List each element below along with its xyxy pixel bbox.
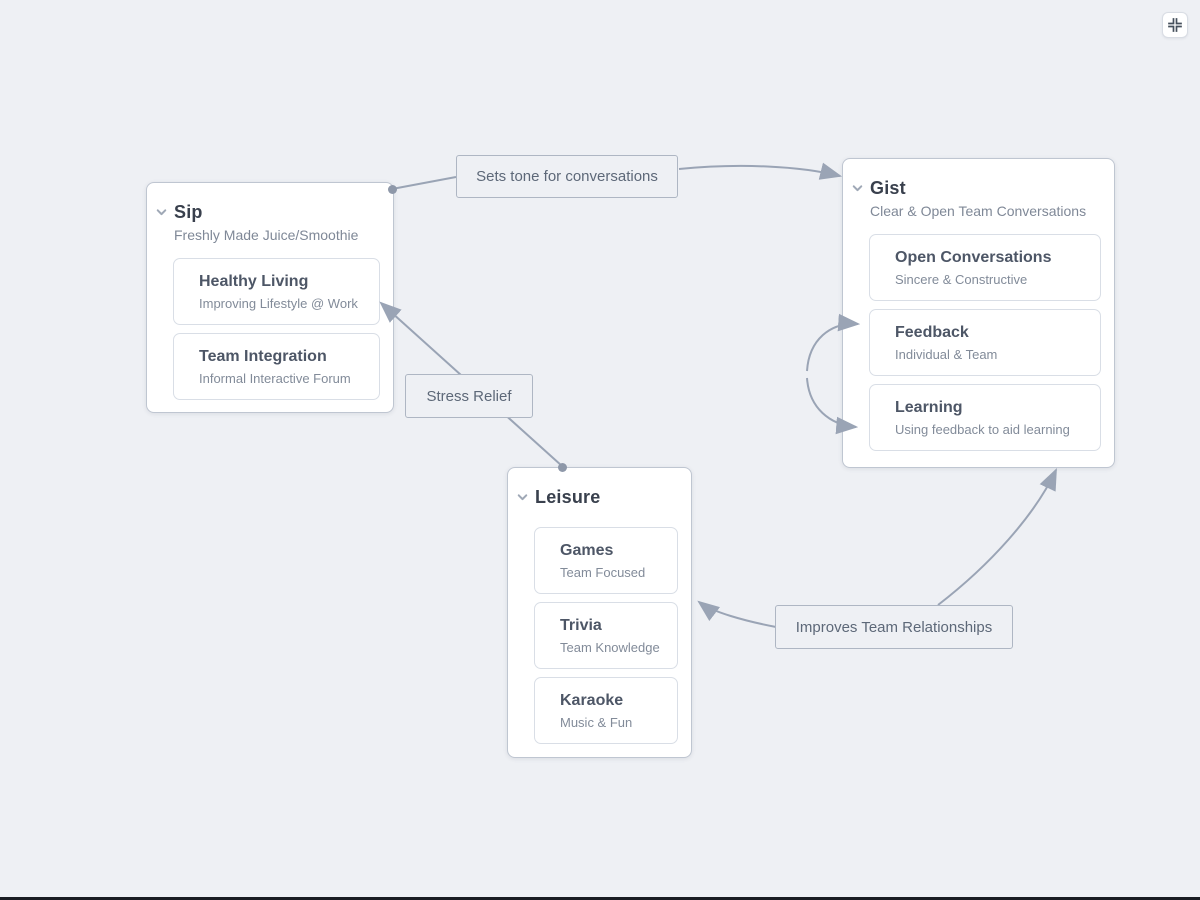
connector-dot-sip[interactable] — [388, 185, 397, 194]
edge-label-sets-tone[interactable]: Sets tone for conversations — [456, 155, 678, 198]
edge-label-to-gist — [678, 162, 843, 180]
node-gist-children: Open Conversations Sincere & Constructiv… — [843, 234, 1114, 451]
card-healthy-living[interactable]: Healthy Living Improving Lifestyle @ Wor… — [173, 258, 380, 325]
node-gist-header[interactable]: Gist — [843, 159, 1114, 200]
collapse-arrows-icon — [1168, 18, 1182, 32]
node-sip[interactable]: Sip Freshly Made Juice/Smoothie Healthy … — [146, 182, 394, 413]
node-leisure-header[interactable]: Leisure — [508, 468, 691, 509]
card-team-integration[interactable]: Team Integration Informal Interactive Fo… — [173, 333, 380, 400]
bottom-edge-bar — [0, 897, 1200, 900]
chevron-down-icon[interactable] — [851, 182, 864, 195]
card-karaoke[interactable]: Karaoke Music & Fun — [534, 677, 678, 744]
card-learning[interactable]: Learning Using feedback to aid learning — [869, 384, 1101, 451]
node-subtitle: Freshly Made Juice/Smoothie — [174, 227, 359, 243]
node-sip-children: Healthy Living Improving Lifestyle @ Wor… — [147, 258, 393, 400]
card-title: Team Integration — [199, 348, 327, 365]
card-title: Learning — [895, 399, 963, 416]
edge-label-stress-relief[interactable]: Stress Relief — [405, 374, 533, 418]
card-subtitle: Music & Fun — [560, 715, 633, 730]
card-subtitle: Team Focused — [560, 565, 646, 580]
card-subtitle: Individual & Team — [895, 347, 998, 362]
card-trivia[interactable]: Trivia Team Knowledge — [534, 602, 678, 669]
card-title: Feedback — [895, 324, 969, 341]
card-subtitle: Improving Lifestyle @ Work — [199, 296, 358, 311]
edge-label-to-gist-bottom — [937, 468, 1057, 606]
edge-label-to-leisure — [697, 600, 777, 628]
node-sip-header[interactable]: Sip — [147, 183, 393, 224]
card-feedback[interactable]: Feedback Individual & Team — [869, 309, 1101, 376]
node-title: Leisure — [535, 487, 601, 507]
connector-dot-leisure[interactable] — [558, 463, 567, 472]
card-games[interactable]: Games Team Focused — [534, 527, 678, 594]
card-subtitle: Informal Interactive Forum — [199, 371, 351, 386]
card-title: Open Conversations — [895, 249, 1052, 266]
card-subtitle: Using feedback to aid learning — [895, 422, 1070, 437]
card-title: Games — [560, 542, 614, 559]
card-open-conversations[interactable]: Open Conversations Sincere & Constructiv… — [869, 234, 1101, 301]
card-title: Healthy Living — [199, 273, 309, 290]
card-title: Karaoke — [560, 692, 624, 709]
fit-view-button[interactable] — [1162, 12, 1188, 38]
node-subtitle: Clear & Open Team Conversations — [870, 203, 1087, 219]
node-leisure-children: Games Team Focused Trivia Team Knowledge… — [508, 527, 691, 744]
node-title: Sip — [174, 202, 203, 222]
node-title: Gist — [870, 178, 906, 198]
card-subtitle: Sincere & Constructive — [895, 272, 1028, 287]
card-title: Trivia — [560, 617, 602, 634]
node-gist[interactable]: Gist Clear & Open Team Conversations Ope… — [842, 158, 1115, 468]
edge-sip-to-label — [391, 176, 457, 190]
edge-label-improves-team-relationships[interactable]: Improves Team Relationships — [775, 605, 1013, 649]
node-leisure[interactable]: Leisure Games Team Focused Trivia Team K… — [507, 467, 692, 758]
card-subtitle: Team Knowledge — [560, 640, 660, 655]
chevron-down-icon[interactable] — [155, 206, 168, 219]
chevron-down-icon[interactable] — [516, 491, 529, 504]
